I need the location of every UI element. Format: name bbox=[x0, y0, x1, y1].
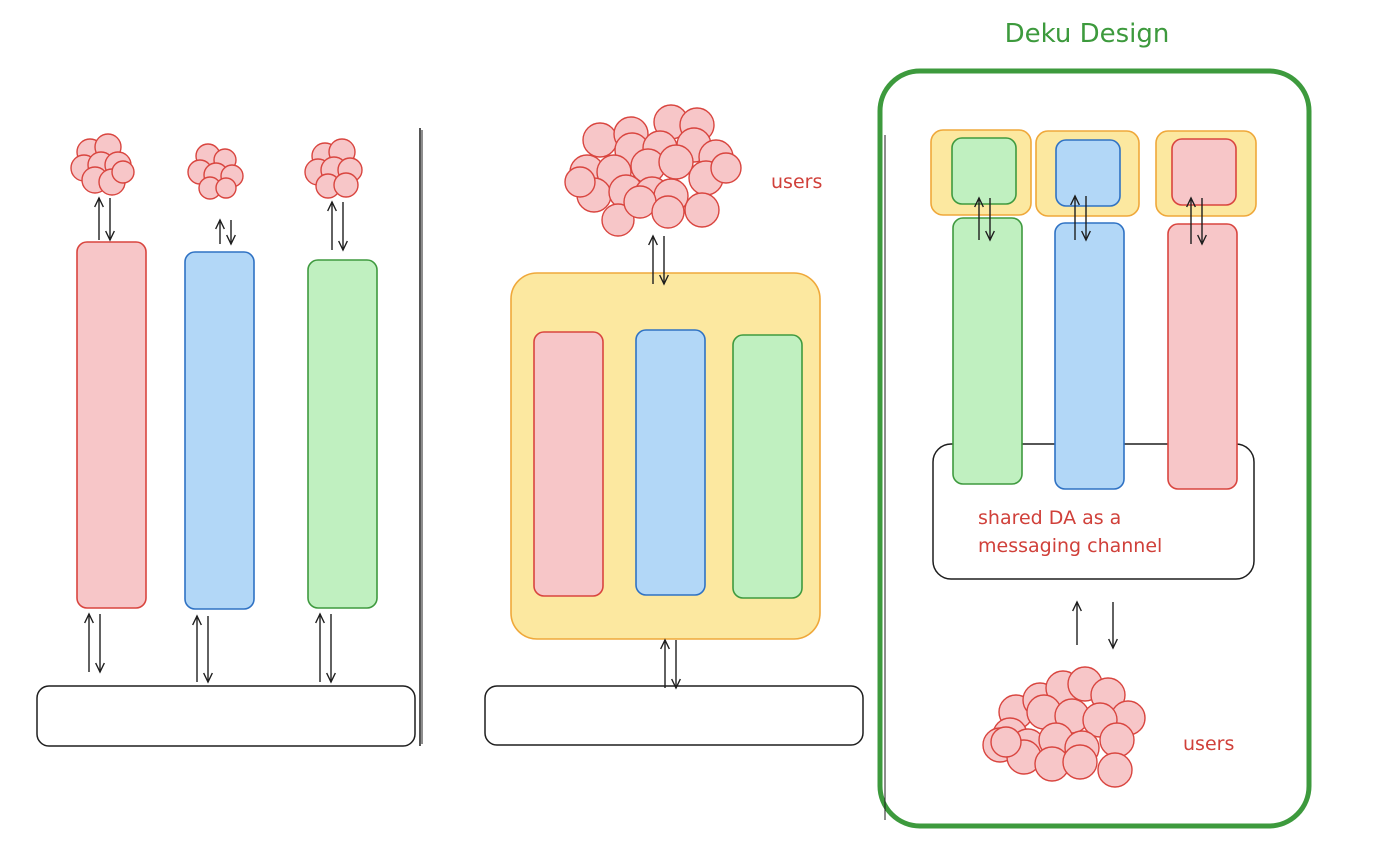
user-circle bbox=[1062, 744, 1098, 780]
service-green-inner bbox=[732, 334, 803, 599]
deku-design-title: Deku Design bbox=[1005, 19, 1170, 49]
arrow-head bbox=[660, 638, 670, 650]
user-circle bbox=[601, 203, 635, 237]
user-circle bbox=[623, 185, 657, 219]
users-label-bottom: users bbox=[1183, 733, 1234, 755]
arrow-head bbox=[338, 240, 348, 252]
users-label-top: users bbox=[771, 171, 822, 193]
arrow-head bbox=[215, 218, 225, 230]
service-blue bbox=[184, 251, 255, 610]
user-circle bbox=[651, 195, 685, 229]
arrow-head bbox=[648, 234, 658, 246]
user-circle bbox=[333, 172, 359, 198]
node-green bbox=[951, 137, 1017, 205]
user-cluster-deku bbox=[982, 666, 1146, 788]
arrow-head bbox=[1081, 230, 1091, 242]
arrow-head bbox=[203, 672, 213, 684]
user-cluster-1 bbox=[70, 133, 135, 196]
user-circle bbox=[111, 160, 135, 184]
deku-service-green bbox=[952, 217, 1023, 485]
arrow-head bbox=[105, 230, 115, 242]
arrows-panel-2 bbox=[648, 234, 681, 690]
arrow-head bbox=[1070, 194, 1080, 206]
arrow-head bbox=[1108, 638, 1118, 650]
user-circle bbox=[582, 122, 618, 158]
arrows-panel-1 bbox=[84, 196, 348, 684]
arrow-head bbox=[315, 612, 325, 624]
deku-service-red bbox=[1167, 223, 1238, 490]
user-cluster-center bbox=[564, 104, 742, 237]
user-cluster-2 bbox=[187, 143, 244, 200]
user-circle bbox=[215, 177, 237, 199]
arrow-head bbox=[974, 196, 984, 208]
service-red-inner bbox=[533, 331, 604, 597]
panel-deku-design: Deku Design shared DA as a messaging cha… bbox=[877, 19, 1312, 829]
user-circle bbox=[710, 152, 742, 184]
arrow-head bbox=[1197, 234, 1207, 246]
user-circle bbox=[990, 726, 1022, 758]
user-circle bbox=[1099, 722, 1135, 758]
arrow-head bbox=[327, 200, 337, 212]
user-circle bbox=[684, 192, 720, 228]
arrow-head bbox=[671, 678, 681, 690]
panel-separate-services bbox=[36, 128, 423, 747]
service-blue-inner bbox=[635, 329, 706, 596]
database-1 bbox=[36, 685, 416, 747]
arrow-head bbox=[95, 662, 105, 674]
node-blue bbox=[1055, 139, 1121, 207]
user-circle bbox=[564, 166, 596, 198]
node-red bbox=[1171, 138, 1237, 206]
service-red bbox=[76, 241, 147, 609]
arrow-head bbox=[659, 274, 669, 286]
arrow-head bbox=[226, 234, 236, 246]
arrow-head bbox=[192, 614, 202, 626]
shared-da-label-line2: messaging channel bbox=[978, 535, 1162, 557]
arrow-head bbox=[1186, 196, 1196, 208]
deku-frame bbox=[877, 68, 1312, 829]
user-circle bbox=[658, 144, 694, 180]
shared-da-label-line1: shared DA as a bbox=[978, 507, 1121, 529]
arrows-panel-3 bbox=[974, 194, 1207, 650]
deku-service-blue bbox=[1054, 222, 1125, 490]
arrow-head bbox=[84, 612, 94, 624]
database-2 bbox=[484, 685, 864, 746]
arrow-head bbox=[1072, 600, 1082, 612]
arrow-head bbox=[326, 672, 336, 684]
panel-shared-container: users bbox=[484, 104, 864, 746]
user-circle bbox=[1097, 752, 1133, 788]
service-green bbox=[307, 259, 378, 609]
arrow-head bbox=[985, 230, 995, 242]
arrow-head bbox=[94, 196, 104, 208]
user-cluster-3 bbox=[304, 138, 363, 199]
